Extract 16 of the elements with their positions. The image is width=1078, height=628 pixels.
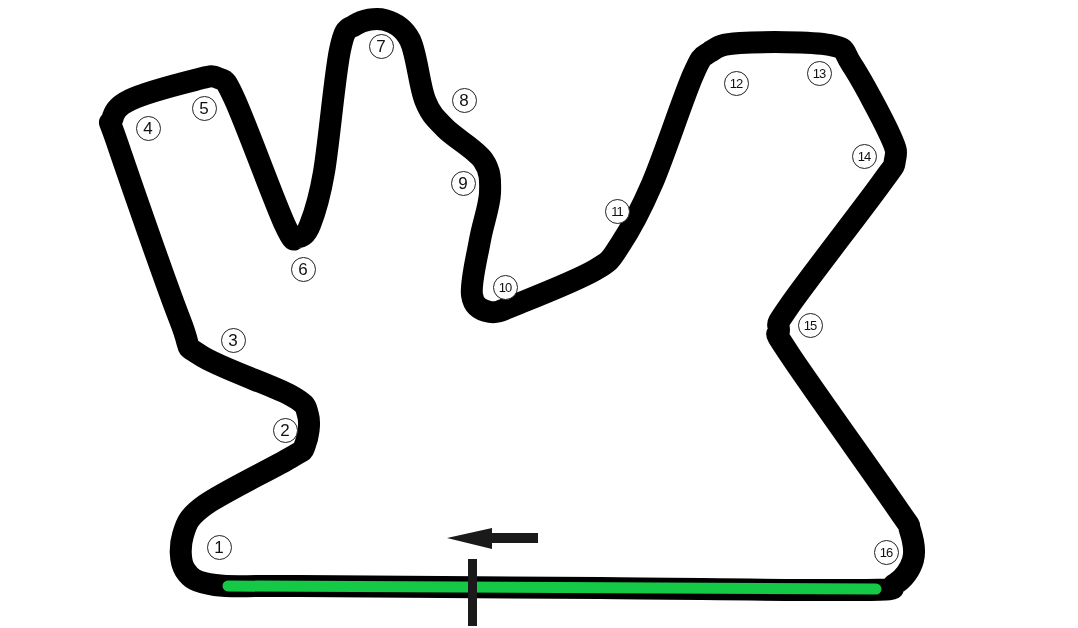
corner-number: 14 [851,143,877,169]
corner-number: 2 [272,417,298,443]
corner-number: 5 [191,95,217,121]
corner-number: 7 [368,33,394,59]
corner-number: 8 [451,87,477,113]
corner-number: 12 [723,70,749,96]
corner-number: 6 [290,256,316,282]
corner-number: 9 [450,170,476,196]
corner-number: 10 [492,274,518,300]
corner-number: 13 [806,60,832,86]
corner-number: 15 [797,312,823,338]
corner-number: 11 [604,198,630,224]
corner-number: 16 [873,539,899,565]
corner-number: 4 [135,115,161,141]
corner-number: 1 [206,534,232,560]
corner-number: 3 [220,327,246,353]
